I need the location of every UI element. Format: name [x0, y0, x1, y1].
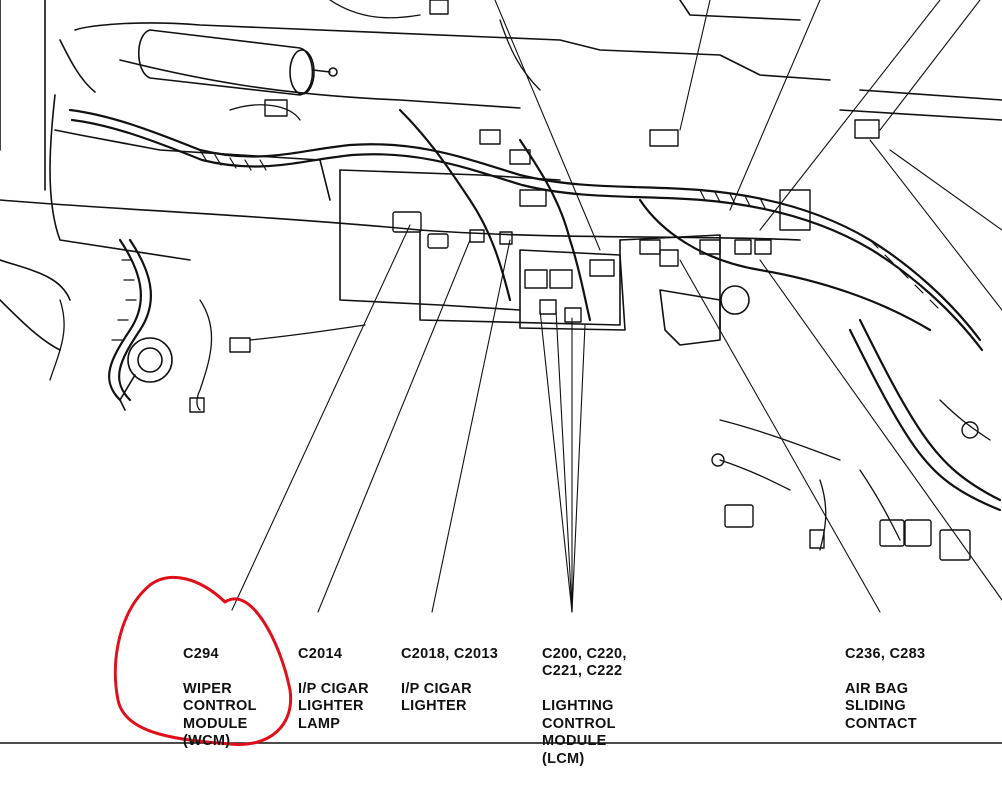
callout-c2014-description: I/P CIGAR LIGHTER LAMP	[298, 680, 369, 732]
leader-top-1	[494, 0, 601, 251]
leader-c294	[231, 224, 411, 611]
red-highlight-circle	[113, 576, 293, 746]
callout-c2018: C2018, C2013 I/P CIGAR LIGHTER	[401, 628, 498, 733]
callout-c236-description: AIR BAG SLIDING CONTACT	[845, 680, 917, 732]
leader-top-5	[879, 0, 981, 131]
callout-c2018-codes: C2018, C2013	[401, 645, 499, 662]
leader-c236-a	[679, 259, 881, 613]
leader-c2014	[317, 239, 471, 613]
leader-right-1	[869, 139, 1002, 311]
callout-c294: C294 WIPER CONTROL MODULE (WCM)	[183, 628, 257, 768]
wiring-diagram	[0, 0, 1002, 746]
callout-c236: C236, C283 AIR BAG SLIDING CONTACT	[845, 628, 925, 751]
callout-c200-codes: C200, C220, C221, C222	[542, 645, 627, 680]
leader-top-4	[759, 0, 941, 231]
leader-c200-a	[539, 309, 573, 613]
callout-c2014: C2014 I/P CIGAR LIGHTER LAMP	[298, 628, 369, 751]
leader-c200-b	[555, 309, 573, 613]
leader-top-3	[729, 0, 821, 211]
lamp-socket	[119, 337, 173, 411]
callout-c2014-codes: C2014	[298, 645, 343, 662]
connectors	[189, 0, 979, 561]
callout-c200-description: LIGHTING CONTROL MODULE (LCM)	[542, 698, 616, 767]
wiring-harness	[68, 108, 1002, 512]
callout-c2018-description: I/P CIGAR LIGHTER	[401, 680, 472, 715]
callout-leaders	[231, 0, 1002, 613]
instrument-panel-frame	[0, 0, 1002, 351]
harness-wrap-marks	[111, 149, 939, 341]
leader-c200-d	[571, 324, 586, 613]
leader-c2018	[431, 239, 511, 613]
loose-wires	[49, 0, 991, 551]
callout-c236-codes: C236, C283	[845, 645, 926, 662]
callout-c294-description: WIPER CONTROL MODULE (WCM)	[183, 680, 257, 750]
leader-top-2	[679, 0, 711, 131]
blower-motor-cylinder	[138, 29, 338, 96]
leader-c236-b	[759, 259, 1002, 601]
callout-c200: C200, C220, C221, C222 LIGHTING CONTROL …	[542, 628, 627, 786]
leader-right-2	[889, 149, 1002, 231]
callout-c294-codes: C294	[183, 645, 219, 662]
lighting-control-module-housing	[519, 249, 750, 346]
